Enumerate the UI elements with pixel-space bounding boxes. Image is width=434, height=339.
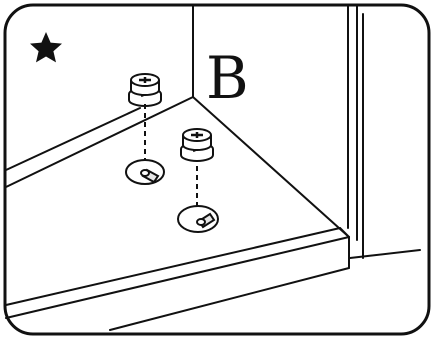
diagram-frame bbox=[3, 3, 431, 336]
cam-hole-2 bbox=[177, 205, 219, 233]
guide-lines bbox=[144, 104, 198, 208]
cabinet-linework bbox=[5, 5, 421, 331]
cam-hole-1 bbox=[125, 159, 165, 185]
part-label: B bbox=[206, 44, 249, 112]
cam-lock-icon bbox=[128, 73, 162, 107]
cam-lock-icon bbox=[180, 128, 214, 162]
star-icon bbox=[30, 32, 62, 63]
